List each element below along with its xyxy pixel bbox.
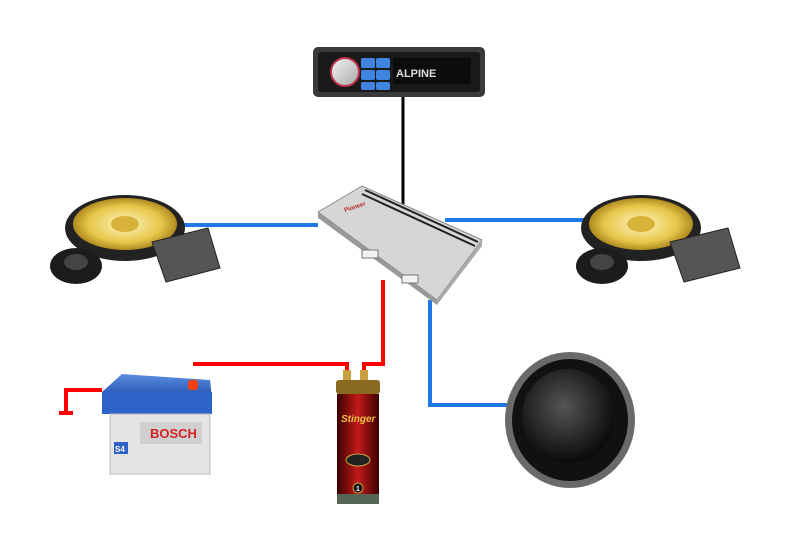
- ground-wire: [59, 388, 102, 415]
- right-speaker: [576, 195, 741, 284]
- subwoofer-wire: [428, 300, 520, 407]
- battery-brand: BOSCH: [150, 426, 197, 441]
- amplifier: Pioneer: [317, 185, 483, 305]
- head-unit-brand: ALPINE: [396, 68, 436, 80]
- left-speaker: [50, 195, 221, 284]
- head-unit: ALPINE: [313, 47, 485, 97]
- battery: BOSCH S4: [102, 374, 212, 475]
- capacitor-brand: Stinger: [341, 414, 377, 425]
- subwoofer: [505, 352, 635, 488]
- power-wire: [193, 280, 385, 372]
- capacitor: Stinger 1: [336, 370, 380, 504]
- battery-model: S4: [115, 445, 125, 454]
- capacitor-rating: 1: [356, 486, 360, 493]
